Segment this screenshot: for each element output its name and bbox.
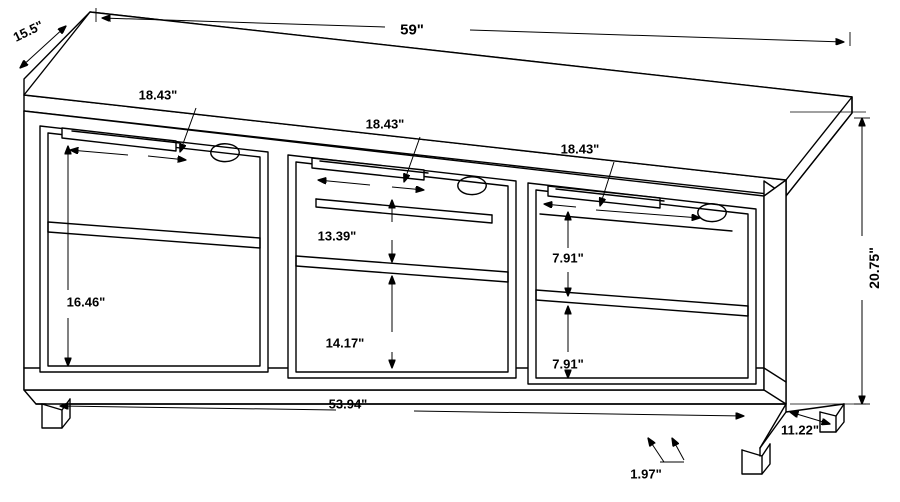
dim-left-shelf-width: 18.43" bbox=[138, 87, 178, 103]
dim-right-shelf-width: 18.43" bbox=[560, 141, 600, 157]
dim-base-width: 53.94" bbox=[328, 396, 368, 412]
dim-left-opening-height: 16.46" bbox=[66, 294, 106, 310]
top-panel bbox=[23, 11, 853, 197]
dimension-lines bbox=[20, 8, 870, 463]
dim-right-lower-height: 7.91" bbox=[552, 356, 584, 372]
dim-right-upper-height: 7.91" bbox=[552, 250, 584, 266]
compartment-right bbox=[527, 182, 757, 385]
dim-center-lower-height: 14.17" bbox=[325, 335, 365, 351]
dim-base-depth: 11.22" bbox=[781, 422, 819, 438]
dim-center-shelf-width: 18.43" bbox=[365, 116, 405, 132]
compartment-center bbox=[287, 154, 517, 379]
dim-leg-height: 1.97" bbox=[630, 466, 662, 482]
legs bbox=[41, 398, 845, 475]
compartment-left bbox=[39, 125, 269, 373]
dim-overall-height: 20.75" bbox=[866, 247, 882, 289]
dim-overall-width: 59" bbox=[400, 21, 424, 39]
dim-center-upper-height: 13.39" bbox=[317, 228, 357, 244]
